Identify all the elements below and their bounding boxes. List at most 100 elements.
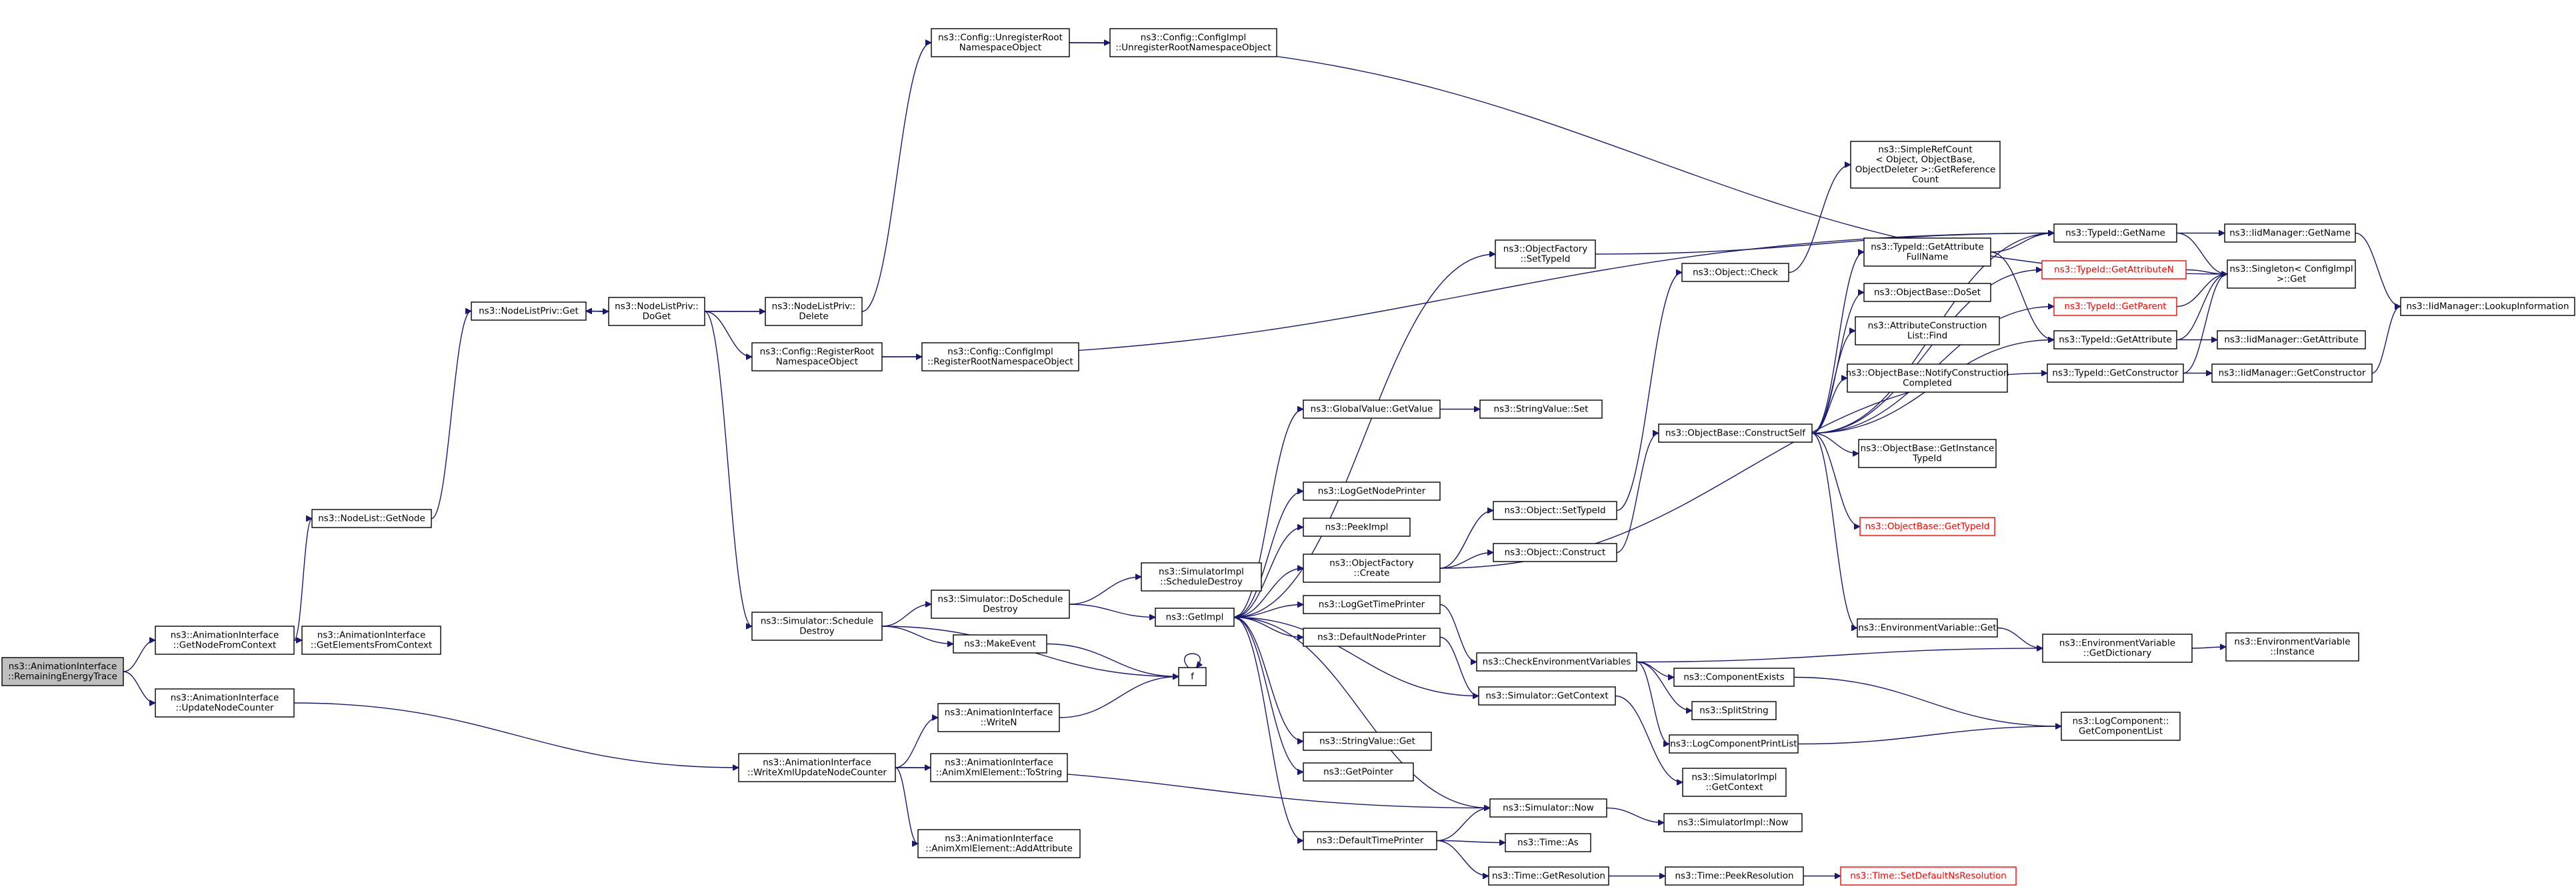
- node-ns3-iidmanager-lookupinformation[interactable]: ns3::IidManager::LookupInformation: [2400, 297, 2575, 316]
- node-label-line: ns3::Singleton< ConfigImpl: [2229, 264, 2353, 275]
- node-ns3-objectbase-notifyconstruction-completed[interactable]: ns3::ObjectBase::NotifyConstructionCompl…: [1845, 363, 2009, 393]
- node-ns3-simulatorimpl-now[interactable]: ns3::SimulatorImpl::Now: [1663, 813, 1803, 832]
- edge-n43-to-n63: [1793, 676, 2061, 727]
- node-ns3-simulatorimpl-scheduledestroy[interactable]: ns3::SimulatorImpl::ScheduleDestroy: [1141, 562, 1262, 592]
- node-ns3-time-setdefaultnsresolution[interactable]: ns3::Time::SetDefaultNsResolution: [1840, 866, 2017, 886]
- node-ns3-defaulttimeprinter[interactable]: ns3::DefaultTimePrinter: [1303, 831, 1437, 850]
- edge-n15-to-n30: [1233, 616, 1304, 772]
- node-label-line: ns3::AttributeConstruction: [1868, 321, 1987, 331]
- node-box: [1495, 239, 1596, 269]
- node-ns3-splitstring[interactable]: ns3::SplitString: [1691, 701, 1777, 720]
- node-ns3-nodelistpriv-get[interactable]: ns3::NodeListPriv::Get: [471, 301, 587, 321]
- node-ns3-simplerefcount-object-objectbase-objectdeleter-getrefere[interactable]: ns3::SimpleRefCount< Object, ObjectBase,…: [1850, 141, 2001, 189]
- node-label-line: f: [1191, 672, 1195, 682]
- edge-n15-to-n31: [1233, 616, 1304, 841]
- node-label-line: ns3::TypeId::GetConstructor: [2052, 368, 2179, 379]
- node-ns3-environmentvariable-getdictionary[interactable]: ns3::EnvironmentVariable::GetDictionary: [2042, 634, 2193, 663]
- node-ns3-objectbase-gettypeid[interactable]: ns3::ObjectBase::GetTypeId: [1859, 517, 1995, 536]
- node-ns3-singleton-configimpl-get[interactable]: ns3::Singleton< ConfigImpl >::Get: [2227, 259, 2356, 289]
- node-box: [917, 829, 1081, 858]
- node-label-line: ns3::TypeId::GetAttribute: [1871, 242, 1984, 253]
- node-ns3-simulatorimpl-getcontext[interactable]: ns3::SimulatorImpl::GetContext: [1682, 768, 1787, 797]
- node-ns3-animationinterface-getelementsfromcontext[interactable]: ns3::AnimationInterface::GetElementsFrom…: [301, 626, 441, 655]
- node-ns3-logcomponent-getcomponentlist[interactable]: ns3::LogComponent::GetComponentList: [2061, 712, 2181, 741]
- node-ns3-checkenvironmentvariables[interactable]: ns3::CheckEnvironmentVariables: [1476, 652, 1637, 672]
- node-ns3-animationinterface-getnodefromcontext[interactable]: ns3::AnimationInterface::GetNodeFromCont…: [155, 626, 295, 655]
- node-ns3-nodelistpriv-doget[interactable]: ns3::NodeListPriv::DoGet: [608, 297, 705, 326]
- node-ns3-time-getresolution[interactable]: ns3::Time::GetResolution: [1488, 866, 1609, 886]
- node-ns3-animationinterface-updatenodecounter[interactable]: ns3::AnimationInterface::UpdateNodeCount…: [155, 688, 295, 718]
- node-ns3-animationinterface-remainingenergytrace[interactable]: ns3::AnimationInterface::RemainingEnergy…: [1, 657, 124, 686]
- node-ns3-object-construct[interactable]: ns3::Object::Construct: [1493, 543, 1617, 562]
- node-box: [1857, 618, 1998, 638]
- node-ns3-objectfactory-settypeid[interactable]: ns3::ObjectFactory::SetTypeId: [1495, 239, 1596, 269]
- node-ns3-animationinterface-animxmlelement-addattribute[interactable]: ns3::AnimationInterface::AnimXmlElement:…: [917, 829, 1081, 858]
- node-ns3-loggetnodeprinter[interactable]: ns3::LogGetNodePrinter: [1303, 482, 1441, 501]
- node-ns3-componentexists[interactable]: ns3::ComponentExists: [1673, 668, 1795, 687]
- node-ns3-globalvalue-getvalue[interactable]: ns3::GlobalValue::GetValue: [1303, 399, 1441, 419]
- edge-n51-to-n57: [1990, 233, 2054, 253]
- node-ns3-animationinterface-writen[interactable]: ns3::AnimationInterface::WriteN: [937, 703, 1060, 732]
- node-ns3-animationinterface-animxmlelement-tostring[interactable]: ns3::AnimationInterface::AnimXmlElement:…: [930, 753, 1068, 782]
- node-ns3-iidmanager-getattribute[interactable]: ns3::IidManager::GetAttribute: [2217, 330, 2366, 349]
- node-ns3-config-registerroot-namespaceobject[interactable]: ns3::Config::RegisterRootNamespaceObject: [751, 342, 883, 371]
- node-box: [2225, 632, 2359, 662]
- node-ns3-iidmanager-getconstructor[interactable]: ns3::IidManager::GetConstructor: [2211, 363, 2373, 383]
- node-ns3-objectfactory-create[interactable]: ns3::ObjectFactory::Create: [1303, 554, 1441, 583]
- node-ns3-objectbase-constructself[interactable]: ns3::ObjectBase::ConstructSelf: [1658, 423, 1813, 443]
- node-ns3-getpointer[interactable]: ns3::GetPointer: [1303, 762, 1414, 782]
- node-ns3-time-peekresolution[interactable]: ns3::Time::PeekResolution: [1665, 866, 1804, 886]
- edge-n42-to-n62: [1997, 627, 2043, 649]
- node-ns3-environmentvariable-instance[interactable]: ns3::EnvironmentVariable::Instance: [2225, 632, 2359, 662]
- node-ns3-config-configimpl-registerrootnamespaceobject[interactable]: ns3::Config::ConfigImpl::RegisterRootNam…: [921, 342, 1079, 371]
- node-ns3-defaultnodeprinter[interactable]: ns3::DefaultNodePrinter: [1303, 628, 1441, 647]
- node-ns3-simulator-now[interactable]: ns3::Simulator::Now: [1489, 798, 1607, 818]
- node-f[interactable]: f: [1178, 667, 1207, 686]
- node-box: [1493, 501, 1617, 520]
- node-ns3-iidmanager-getname[interactable]: ns3::IidManager::GetName: [2224, 223, 2356, 243]
- node-ns3-typeid-getattribute[interactable]: ns3::TypeId::GetAttribute: [2053, 330, 2177, 349]
- node-ns3-makeevent[interactable]: ns3::MakeEvent: [953, 634, 1047, 654]
- node-ns3-stringvalue-set[interactable]: ns3::StringValue::Set: [1479, 399, 1603, 419]
- node-ns3-nodelistpriv-delete[interactable]: ns3::NodeListPriv::Delete: [765, 297, 863, 326]
- node-ns3-environmentvariable-get[interactable]: ns3::EnvironmentVariable::Get: [1857, 618, 1998, 638]
- node-ns3-simulator-getcontext[interactable]: ns3::Simulator::GetContext: [1478, 686, 1616, 706]
- node-ns3-animationinterface-writexmlupdatenodecounter[interactable]: ns3::AnimationInterface::WriteXmlUpdateN…: [738, 753, 896, 782]
- edge-layer: [123, 43, 2401, 876]
- node-label-line: ns3::SimulatorImpl: [1159, 567, 1244, 578]
- node-ns3-config-unregisterroot-namespaceobject[interactable]: ns3::Config::UnregisterRootNamespaceObje…: [931, 28, 1070, 57]
- edge-n27-to-n35: [1439, 604, 1477, 662]
- node-box: [953, 634, 1047, 654]
- node-ns3-logcomponentprintlist[interactable]: ns3::LogComponentPrintList: [1669, 734, 1799, 754]
- node-ns3-loggettimeprinter[interactable]: ns3::LogGetTimePrinter: [1303, 595, 1441, 614]
- node-ns3-object-settypeid[interactable]: ns3::Object::SetTypeId: [1493, 501, 1617, 520]
- node-ns3-typeid-getattributen[interactable]: ns3::TypeId::GetAttributeN: [2041, 260, 2187, 279]
- node-ns3-typeid-getparent[interactable]: ns3::TypeId::GetParent: [2053, 297, 2177, 316]
- node-ns3-typeid-getname[interactable]: ns3::TypeId::GetName: [2053, 223, 2177, 243]
- node-ns3-nodelist-getnode[interactable]: ns3::NodeList::GetNode: [311, 509, 432, 528]
- node-label-line: ns3::EnvironmentVariable::Get: [1858, 623, 1996, 634]
- node-label-line: NamespaceObject: [959, 43, 1041, 53]
- node-label-line: ns3::EnvironmentVariable: [2059, 638, 2175, 649]
- node-ns3-objectbase-doset[interactable]: ns3::ObjectBase::DoSet: [1863, 283, 1991, 302]
- node-ns3-time-as[interactable]: ns3::Time::As: [1505, 833, 1591, 852]
- node-ns3-stringvalue-get[interactable]: ns3::StringValue::Get: [1303, 732, 1432, 751]
- node-label-line: ns3::ObjectBase::GetTypeId: [1865, 522, 1990, 532]
- node-box: [1493, 543, 1617, 562]
- node-ns3-typeid-getconstructor[interactable]: ns3::TypeId::GetConstructor: [2047, 363, 2184, 383]
- node-ns3-config-configimpl-unregisterrootnamespaceobject[interactable]: ns3::Config::ConfigImpl::UnregisterRootN…: [1109, 28, 1277, 57]
- node-ns3-peekimpl[interactable]: ns3::PeekImpl: [1303, 518, 1411, 537]
- node-box: [1303, 554, 1441, 583]
- node-ns3-object-check[interactable]: ns3::Object::Check: [1681, 263, 1789, 282]
- node-ns3-getimpl[interactable]: ns3::GetImpl: [1155, 608, 1235, 627]
- node-ns3-simulator-schedule-destroy[interactable]: ns3::Simulator::ScheduleDestroy: [751, 612, 883, 641]
- node-label-line: ns3::PeekImpl: [1325, 522, 1389, 533]
- node-label-line: TypeId: [1912, 454, 1942, 464]
- edge-n26-to-n33: [1439, 511, 1494, 569]
- node-label-line: ns3::SimulatorImpl::Now: [1677, 818, 1788, 828]
- node-label-line: GetComponentList: [2079, 726, 2163, 737]
